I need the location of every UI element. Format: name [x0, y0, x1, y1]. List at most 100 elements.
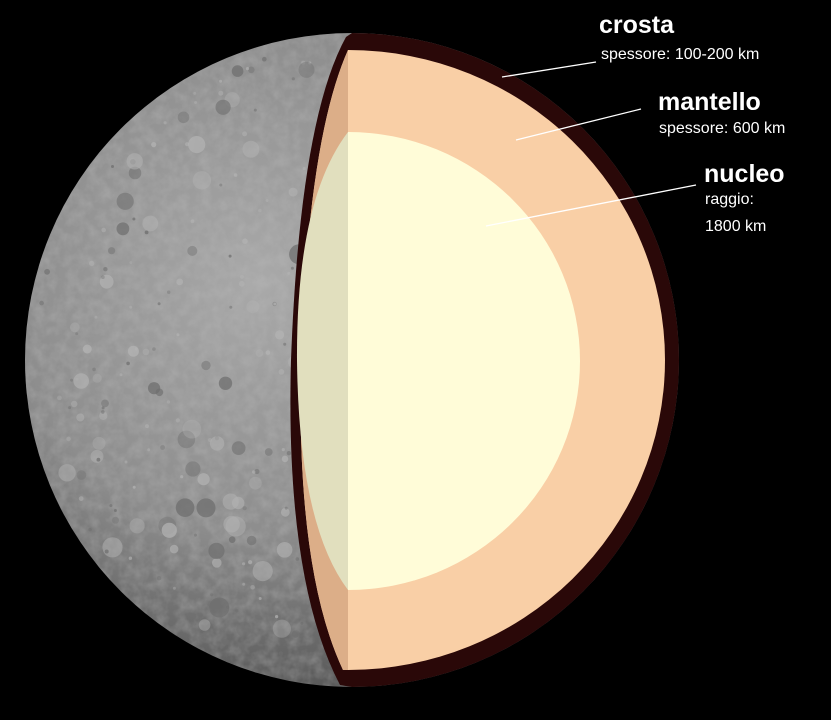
- core-shadow: [296, 132, 348, 590]
- crater: [273, 302, 277, 306]
- crater: [71, 400, 78, 408]
- crater: [132, 217, 136, 221]
- crater: [222, 493, 239, 510]
- crater: [272, 619, 291, 638]
- crater: [283, 342, 287, 346]
- crater: [96, 457, 101, 462]
- crater: [291, 631, 299, 638]
- crater: [275, 330, 285, 340]
- crater: [284, 506, 288, 510]
- crater-field: [39, 56, 327, 656]
- core-detail-line-2: 1800 km: [705, 218, 767, 235]
- crater: [281, 448, 285, 452]
- crater: [76, 413, 85, 422]
- crater: [129, 518, 145, 534]
- crater: [104, 549, 109, 554]
- crater: [116, 192, 134, 210]
- crater: [75, 332, 79, 336]
- crater: [228, 254, 232, 258]
- crater: [157, 302, 161, 306]
- crater: [92, 373, 102, 383]
- crater: [128, 166, 142, 180]
- crater: [239, 274, 244, 279]
- crater: [180, 475, 184, 479]
- crater: [142, 348, 150, 356]
- crater: [245, 67, 250, 71]
- crater: [242, 131, 248, 137]
- crater: [144, 230, 149, 235]
- mantle-detail: spessore: 600 km: [659, 120, 786, 137]
- crater: [300, 634, 303, 638]
- crater: [215, 99, 231, 115]
- crater: [194, 533, 197, 537]
- crater: [250, 585, 255, 590]
- crater: [291, 77, 295, 81]
- crater: [281, 455, 289, 463]
- crater: [198, 619, 211, 631]
- crater: [218, 90, 224, 96]
- crater: [197, 473, 210, 486]
- crater: [231, 441, 246, 455]
- crater: [126, 153, 143, 170]
- crater: [242, 506, 247, 511]
- crater: [229, 305, 233, 309]
- crater: [176, 333, 180, 337]
- crater: [101, 227, 106, 233]
- crater: [132, 485, 136, 489]
- crater: [161, 522, 177, 538]
- crater: [129, 305, 133, 309]
- crater: [108, 247, 116, 255]
- crater: [169, 544, 179, 554]
- crater: [246, 300, 260, 314]
- crater: [264, 448, 273, 456]
- core-layer: [348, 132, 580, 590]
- crater: [192, 171, 212, 190]
- crater: [176, 278, 184, 286]
- crater: [262, 56, 267, 62]
- crater: [88, 527, 92, 532]
- crater: [287, 271, 291, 275]
- crater: [280, 507, 290, 517]
- crater: [258, 597, 262, 600]
- crater: [288, 187, 298, 197]
- crater: [151, 142, 157, 148]
- crater: [308, 61, 312, 65]
- crater: [278, 651, 284, 656]
- crater: [134, 347, 138, 351]
- crater: [156, 576, 162, 581]
- crater: [66, 436, 71, 442]
- crater: [246, 535, 257, 546]
- crater: [242, 140, 260, 158]
- crater: [75, 377, 79, 381]
- crater: [201, 360, 211, 371]
- crater: [193, 91, 197, 95]
- crater: [147, 448, 151, 452]
- crater: [89, 260, 95, 267]
- leader-lines: [485, 61, 697, 227]
- core-detail-line-1: raggio:: [705, 191, 754, 208]
- crater: [209, 597, 230, 618]
- crater: [175, 498, 195, 517]
- crater: [78, 496, 84, 501]
- crater: [265, 350, 271, 355]
- crater: [295, 557, 300, 561]
- crater: [113, 509, 117, 512]
- crater: [185, 461, 201, 477]
- crater: [152, 347, 156, 351]
- crater: [212, 558, 222, 568]
- crater: [185, 142, 190, 147]
- crater: [190, 219, 195, 224]
- crater: [238, 280, 245, 287]
- crater: [111, 165, 114, 168]
- crater: [92, 436, 106, 450]
- crater: [172, 586, 176, 590]
- crater: [235, 609, 239, 613]
- crater: [163, 121, 167, 125]
- crater: [99, 274, 114, 289]
- crater: [196, 498, 216, 518]
- crater: [101, 275, 105, 280]
- crater: [68, 406, 72, 410]
- crater: [242, 582, 246, 586]
- crater: [182, 419, 202, 439]
